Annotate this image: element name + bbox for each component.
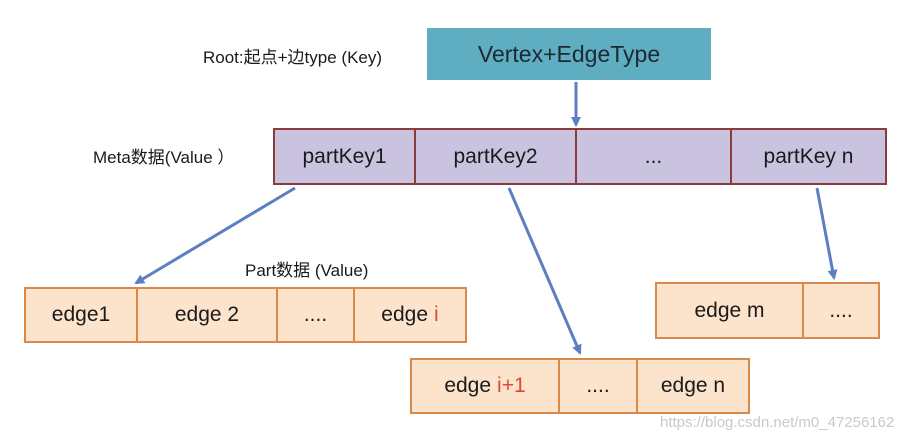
edge-cell: .... xyxy=(804,284,878,337)
arrow-partkey1-to-edges xyxy=(134,186,296,285)
watermark: https://blog.csdn.net/m0_47256162 xyxy=(660,414,895,431)
edge-index-highlight: i+1 xyxy=(497,374,526,397)
edge-text: .... xyxy=(303,303,328,326)
meta-partkey-row: partKey1 partKey2 ... partKey n xyxy=(273,128,887,185)
edge-text: edge m xyxy=(694,298,765,322)
edge-text: edge n xyxy=(660,374,726,397)
edge-text: .... xyxy=(829,298,853,322)
meta-label: Meta数据(Value ） xyxy=(93,148,235,167)
edge-index-highlight: i xyxy=(434,303,439,326)
edge-cell: edge 2 xyxy=(138,289,278,341)
root-key-box: Vertex+EdgeType xyxy=(427,28,711,80)
edge-row-partn: edge m .... xyxy=(655,282,880,339)
partkey-cell: ... xyxy=(577,130,732,183)
edge-cell: edge1 xyxy=(26,289,138,341)
edge-text: edge1 xyxy=(51,303,111,326)
edge-cell: .... xyxy=(560,360,638,412)
arrow-partkeyn-to-edges xyxy=(815,187,838,280)
root-label: Root:起点+边type (Key) xyxy=(203,48,383,67)
edge-cell: edge n xyxy=(638,360,748,412)
partkey-cell: partKey2 xyxy=(416,130,577,183)
edge-text: .... xyxy=(586,374,610,397)
partkey-cell: partKey1 xyxy=(275,130,416,183)
edge-text: edge 2 xyxy=(174,303,240,326)
partkey-cell: partKey n xyxy=(763,144,854,168)
edge-cell: edge m xyxy=(657,284,804,337)
edge-text: edge xyxy=(444,374,492,397)
arrow-partkey2-to-edges xyxy=(507,187,582,355)
edge-text: edge xyxy=(381,303,429,326)
part-label: Part数据 (Value) xyxy=(245,261,369,280)
edge-cell: .... xyxy=(278,289,355,341)
